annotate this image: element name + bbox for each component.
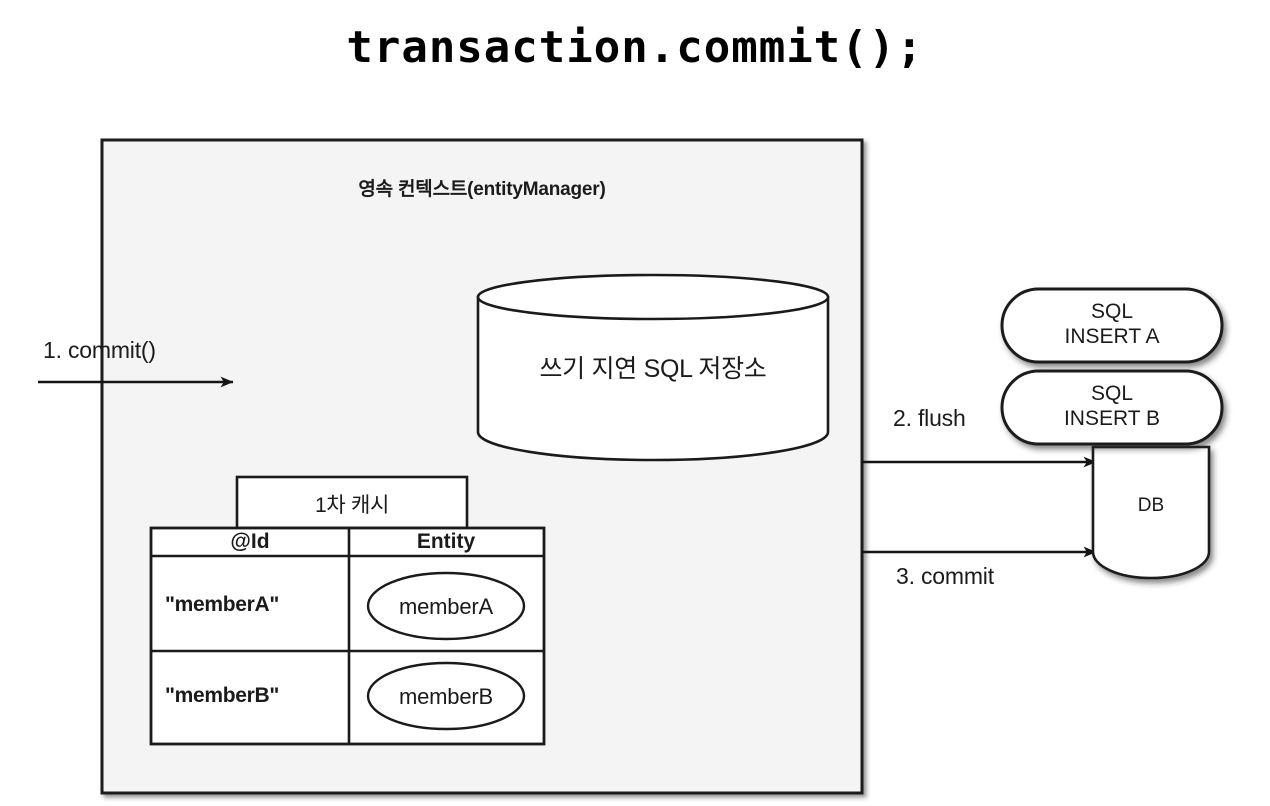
sql-insert-b-text: SQL INSERT B — [1064, 382, 1160, 432]
write-behind-sql-store-label: 쓰기 지연 SQL 저장소 — [539, 355, 767, 383]
cache-column-header-id: @Id — [230, 530, 270, 553]
page-title: transaction.commit(); — [346, 22, 924, 73]
sql-insert-a-line1: SQL — [1090, 300, 1134, 323]
sql-insert-a-line2: INSERT A — [1064, 324, 1160, 348]
flow-label-flush: 2. flush — [893, 405, 966, 431]
sql-insert-b-pill — [1000, 369, 1224, 446]
cache-column-header-entity: Entity — [416, 530, 476, 553]
flow-label-commit-db: 3. commit — [896, 563, 994, 589]
sql-insert-a-pill — [1000, 287, 1224, 364]
cache-row-0-id: "memberA" — [165, 593, 280, 616]
database-shape — [1091, 445, 1211, 580]
database-label: DB — [1137, 495, 1165, 516]
sql-insert-b-line1: SQL — [1090, 382, 1134, 405]
persistence-context-label: 영속 컨텍스트(entityManager) — [358, 179, 606, 200]
flow-label-commit-entry: 1. commit() — [43, 337, 156, 363]
sql-insert-a-text: SQL INSERT A — [1065, 300, 1160, 350]
cache-tab-label: 1차 캐시 — [315, 494, 389, 517]
first-level-cache-table-shape — [149, 526, 546, 746]
write-behind-sql-store-shape — [476, 273, 830, 462]
cache-row-0-entity: memberA — [399, 594, 493, 619]
sql-insert-b-line2: INSERT B — [1063, 406, 1161, 430]
cache-row-1-entity: memberB — [399, 684, 493, 709]
cache-row-1-id: "memberB" — [165, 684, 280, 707]
